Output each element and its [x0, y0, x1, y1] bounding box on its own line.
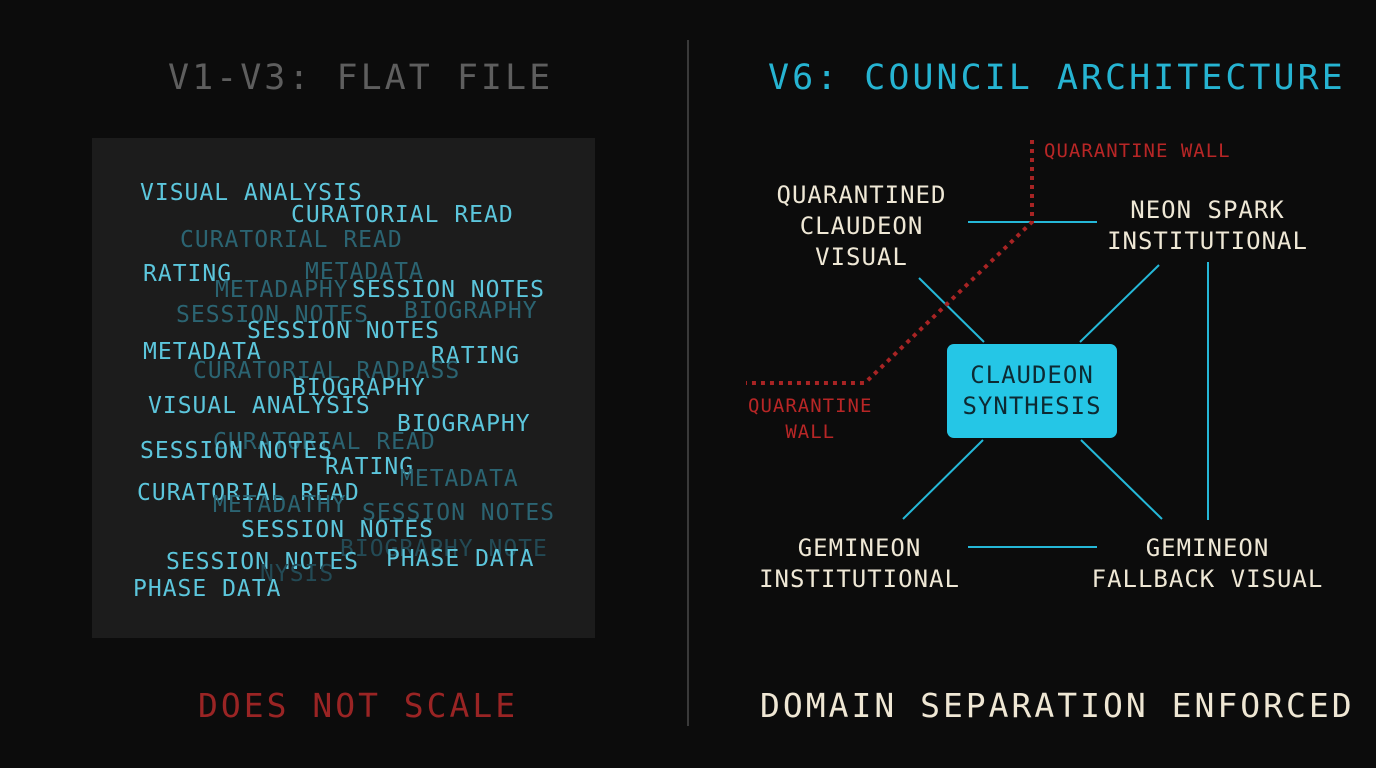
flat-file-word: VISUAL ANALYSIS — [140, 180, 363, 206]
flat-file-word: BIOGRAPHY NOTE — [340, 536, 548, 562]
flat-file-word: PHASE DATA — [386, 546, 535, 572]
connector-top-left-center — [918, 277, 985, 343]
flat-file-word: METADATA — [400, 466, 519, 492]
node-quarantined-claudeon-visual: QUARANTINED CLAUDEON VISUAL — [776, 181, 947, 271]
quarantine-wall-label-left: QUARANTINE WALL — [748, 395, 873, 443]
node-claudeon-synthesis: CLAUDEON SYNTHESIS — [947, 344, 1117, 438]
flat-file-word: PHASE DATA — [133, 576, 282, 602]
flat-file-word: SESSION NOTES — [362, 500, 556, 526]
flat-file-word: RATING — [431, 343, 521, 369]
flat-file-word: SESSION NOTES — [166, 549, 360, 575]
flat-file-word: BIOGRAPHY — [292, 375, 426, 401]
flat-file-word: BIOGRAPHY — [397, 411, 531, 437]
flat-file-word: NYSIS — [260, 561, 335, 587]
flat-file-word: METADATHY — [213, 492, 347, 518]
node-gemineon-fallback-visual: GEMINEON FALLBACK VISUAL — [1091, 534, 1324, 593]
connector-top-right-center — [1079, 264, 1160, 343]
left-panel-title: V1-V3: FLAT FILE — [168, 58, 554, 98]
flat-file-word: SESSION NOTES — [176, 302, 370, 328]
flat-file-word: SESSION NOTES — [140, 438, 334, 464]
flat-file-word: RATING — [325, 454, 415, 480]
flat-file-word: CURATORIAL READ — [137, 480, 360, 506]
right-panel-title: V6: COUNCIL ARCHITECTURE — [768, 58, 1346, 98]
flat-file-word: SESSION NOTES — [241, 517, 435, 543]
flat-file-word: METADAPHY — [215, 277, 349, 303]
connector-bottom-left-center — [902, 439, 984, 520]
quarantine-wall-label-top: QUARANTINE WALL — [1044, 140, 1231, 162]
flat-file-word: CURATORIAL READ — [180, 227, 403, 253]
right-panel-footer: DOMAIN SEPARATION ENFORCED — [760, 686, 1355, 725]
flat-file-word: BIOGRAPHY — [404, 298, 538, 324]
council-diagram-connectors — [746, 140, 1209, 548]
panel-divider — [687, 40, 689, 726]
flat-file-word: CURATORIAL RADPASS — [193, 358, 461, 384]
flat-file-word: CURATORIAL READ — [291, 202, 514, 228]
flat-file-word: VISUAL ANALYSIS — [148, 393, 371, 419]
flat-file-word: RATING — [143, 261, 233, 287]
flat-file-word: METADATA — [305, 259, 424, 285]
left-panel-footer: DOES NOT SCALE — [198, 686, 519, 725]
node-claudeon-synthesis-label: CLAUDEON SYNTHESIS — [962, 361, 1102, 420]
flat-file-word: METADATA — [143, 339, 262, 365]
flat-file-word: SESSION NOTES — [352, 277, 546, 303]
flat-file-word: SESSION NOTES — [247, 318, 441, 344]
flat-file-box — [92, 138, 595, 638]
node-gemineon-institutional: GEMINEON INSTITUTIONAL — [759, 534, 960, 593]
node-neon-spark-institutional: NEON SPARK INSTITUTIONAL — [1107, 196, 1308, 255]
connector-bottom-right-center — [1080, 439, 1163, 520]
flat-file-word: CURATORIAL READ — [213, 429, 436, 455]
